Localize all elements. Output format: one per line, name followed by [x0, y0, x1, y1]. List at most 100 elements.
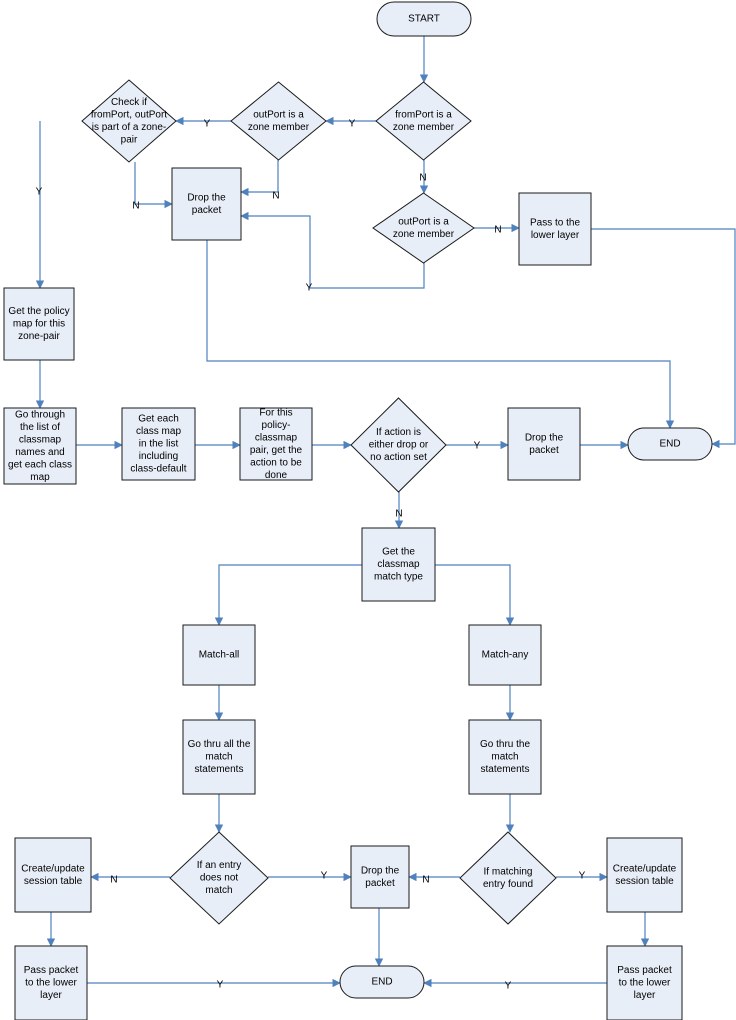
node-label-line: classmap [377, 559, 420, 570]
node-label-line: Pass packet [617, 965, 672, 976]
node-label-line: Match-all [199, 650, 240, 661]
edge-arrow [591, 228, 736, 449]
node-out-port-zone-1: outPort is a zone member [230, 81, 327, 161]
edge-out_port_zone_2-to-drop_1: Y [240, 211, 425, 294]
node-label-line: Get the policy [8, 306, 69, 317]
node-label-line: Get the [382, 547, 415, 558]
process-shape [606, 837, 683, 913]
edge-label: Y [204, 119, 211, 130]
node-label-line: Drop the [361, 865, 400, 876]
edge-arrow [134, 162, 173, 209]
node-label-line: to the lower [25, 978, 77, 989]
edge-entry_not_match-to-create_session_left: N [90, 872, 170, 886]
node-label-line: map [30, 472, 50, 483]
edge-label: Y [321, 871, 328, 882]
terminal-shape [376, 1, 472, 37]
node-label-line: outPort is a [398, 216, 449, 227]
edge-pass_lower_1-to-end_1 [591, 228, 736, 449]
process-shape [468, 624, 542, 686]
process-shape [361, 527, 436, 602]
node-label-line: packet [192, 205, 222, 216]
edge-label: N [494, 225, 501, 236]
node-label-line: layer [634, 990, 656, 1001]
node-label-line: Drop the [187, 192, 226, 203]
node-label-line: zone member [393, 122, 455, 133]
node-label-line: packet [529, 445, 559, 456]
node-label-line: no action set [370, 452, 427, 463]
edge-action_drop-to-match_type: N [394, 492, 404, 529]
process-shape [507, 407, 581, 481]
node-match-any: Match-any [468, 624, 542, 686]
process-shape [182, 624, 256, 686]
node-label-line: packet [365, 878, 395, 889]
process-shape [3, 407, 77, 485]
node-label-line: names and [15, 447, 64, 458]
node-label-line: map for this [13, 319, 65, 330]
edge-label: Y [217, 980, 224, 991]
process-shape [182, 719, 256, 795]
node-label-line: is part of a zone- [92, 122, 166, 133]
node-drop-3: Drop the packet [350, 845, 410, 909]
edge-label: Y [579, 871, 586, 882]
node-label-line: fromPort is a [395, 109, 452, 120]
decision-shape [459, 831, 557, 925]
node-label-line: class-default [130, 464, 186, 475]
decision-shape [230, 81, 327, 161]
node-label-line: either drop or [369, 440, 429, 451]
node-label-line: END [659, 439, 680, 450]
node-match-all: Match-all [182, 624, 256, 686]
edge-check_zone_pair-to-get_policy_map: Y [36, 121, 45, 289]
edge-action_drop-to-drop_2: Y [446, 441, 509, 452]
edge-check_zone_pair-to-drop_1: N [132, 162, 173, 212]
node-label-line: zone-pair [18, 331, 60, 342]
edge-label: N [110, 875, 117, 886]
node-label-line: Pass packet [24, 965, 79, 976]
node-label-line: done [265, 470, 288, 481]
node-label-line: Create/update [21, 863, 85, 874]
process-shape [171, 167, 242, 241]
node-from-port-zone: fromPort is a zone member [375, 81, 472, 161]
edge-label: Y [306, 283, 313, 294]
node-label-line: START [408, 14, 440, 25]
node-label-line: zone member [248, 122, 310, 133]
edge-from_port_zone-to-out_port_zone_2: N [419, 160, 429, 194]
node-end-1: END [627, 427, 713, 461]
node-label-line: If matching [484, 866, 533, 877]
node-label-line: outPort is a [253, 109, 304, 120]
edge-label: N [419, 173, 426, 184]
process-shape [468, 719, 542, 795]
node-label-line: match [491, 752, 518, 763]
process-shape [14, 837, 92, 913]
decision-shape [169, 831, 269, 925]
edge-label: N [422, 875, 429, 886]
edge-arrow [214, 564, 362, 626]
node-label-line: Match-any [482, 650, 529, 661]
edge-matching_found-to-create_session_right: Y [556, 871, 608, 882]
node-label-line: Go thru the [480, 739, 530, 750]
node-label-line: in the list [139, 439, 179, 450]
node-label-line: statements [481, 764, 530, 775]
decision-shape [375, 81, 472, 161]
node-label-line: action to be [250, 457, 302, 468]
node-label-line: Go through [15, 409, 65, 420]
node-label-line: get each class [8, 459, 72, 470]
edge-label: N [272, 191, 279, 202]
node-label-line: does not [200, 873, 239, 884]
edge-arrow [435, 564, 515, 626]
node-label-line: Pass to the [530, 217, 580, 228]
edge-arrow [206, 240, 675, 429]
